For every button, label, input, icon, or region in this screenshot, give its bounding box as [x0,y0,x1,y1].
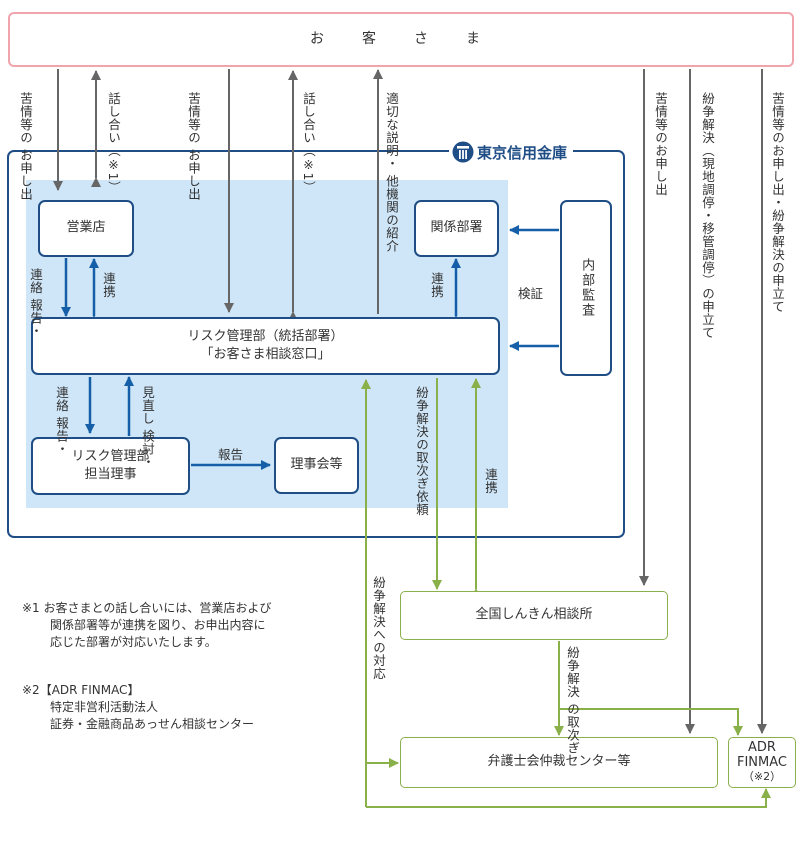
sales-office-box: 営業店 [38,200,134,257]
label-coop-2: 連携 [429,272,444,298]
label-complaint-dispute: 苦情等のお申し出・紛争解決の申立て [770,92,785,313]
risk-director-line1: リスク管理部 [71,448,150,464]
note-2-line3: 証券・金融商品あっせん相談センター [50,717,255,731]
brand-name: 東京信用金庫 [477,143,568,162]
label-review: 見直し 検討・ [140,386,155,469]
zenkoku-shinkin-label: 全国しんきん相談所 [475,607,593,623]
internal-audit-box: 内部監査 [560,200,612,376]
note-1: ※1 お客さまとの話し合いには、営業店および 関係部署等が連携を図り、お申出内容… [22,600,271,651]
note-2-line1: ※2【ADR FINMAC】 [22,683,140,697]
label-complaint-2: 苦情等の お申し出 [186,92,201,201]
sales-office-label: 営業店 [66,220,106,236]
adr-finmac-line3: （※2） [742,770,782,784]
label-coop-1: 連携 [101,272,116,298]
adr-finmac-line2: FINMAC [737,755,787,771]
shinkin-logo-icon [452,141,474,163]
zenkoku-shinkin-box: 全国しんきん相談所 [400,591,668,640]
note-2-line2: 特定非営利活動法人 [50,700,159,714]
label-report-2: 連絡 報告・ [54,386,69,456]
related-dept-label: 関係部署 [430,220,483,236]
label-coop-3: 連携 [483,468,498,494]
label-dispute-response: 紛争解決への対応 [371,576,386,680]
related-dept-box: 関係部署 [414,200,499,257]
note-1-line3: 応じた部署が対応いたします。 [50,635,217,649]
risk-management-line2: 「お客さま相談窓口」 [200,347,331,362]
label-complaint-3: 苦情等のお申し出 [653,92,668,196]
label-discussion-2: 話し合い（※1） [301,92,316,194]
label-verify: 検証 [518,286,544,301]
bengoshi-center-label: 弁護士会仲裁センター等 [487,754,631,770]
label-dispute-forward: 紛争解決 の取次ぎ [565,646,580,755]
note-1-line2: 関係部署等が連携を図り、お申出内容に [50,618,266,632]
customer-box: お 客 さ ま [8,12,794,67]
bengoshi-center-box: 弁護士会仲裁センター等 [400,737,718,788]
risk-director-box: リスク管理部 担当理事 [31,437,190,495]
note-2: ※2【ADR FINMAC】 特定非営利活動法人 証券・金融商品あっせん相談セン… [22,682,254,733]
risk-management-box: リスク管理部（統括部署） 「お客さま相談窓口」 [31,317,500,375]
label-complaint-1: 苦情等の お申し出 [18,92,33,201]
label-report-3: 報告 [218,447,244,462]
risk-management-line1: リスク管理部（統括部署） [187,328,344,344]
adr-finmac-box: ADR FINMAC （※2） [728,737,796,788]
label-report-1: 連絡 報告・ [28,268,43,338]
customer-label: お 客 さ ま [310,30,492,47]
board-label: 理事会等 [290,457,343,473]
note-1-line1: ※1 お客さまとの話し合いには、営業店および [22,601,272,615]
label-dispute-refer: 紛争解決の取次ぎ依頼 [414,386,429,516]
adr-finmac-line1: ADR [748,740,776,756]
label-discussion-1: 話し合い（※1） [106,92,121,194]
label-dispute-request: 紛争解決（現地調停・移管調停）の申立て [700,92,715,339]
internal-audit-label: 内部監査 [579,258,595,318]
label-intro: 適切な説明・ 他機関の紹介 [384,92,399,253]
risk-director-line2: 担当理事 [84,467,137,482]
board-box: 理事会等 [274,437,359,494]
organization-frame [7,150,625,538]
brand-logo: 東京信用金庫 [449,141,574,163]
